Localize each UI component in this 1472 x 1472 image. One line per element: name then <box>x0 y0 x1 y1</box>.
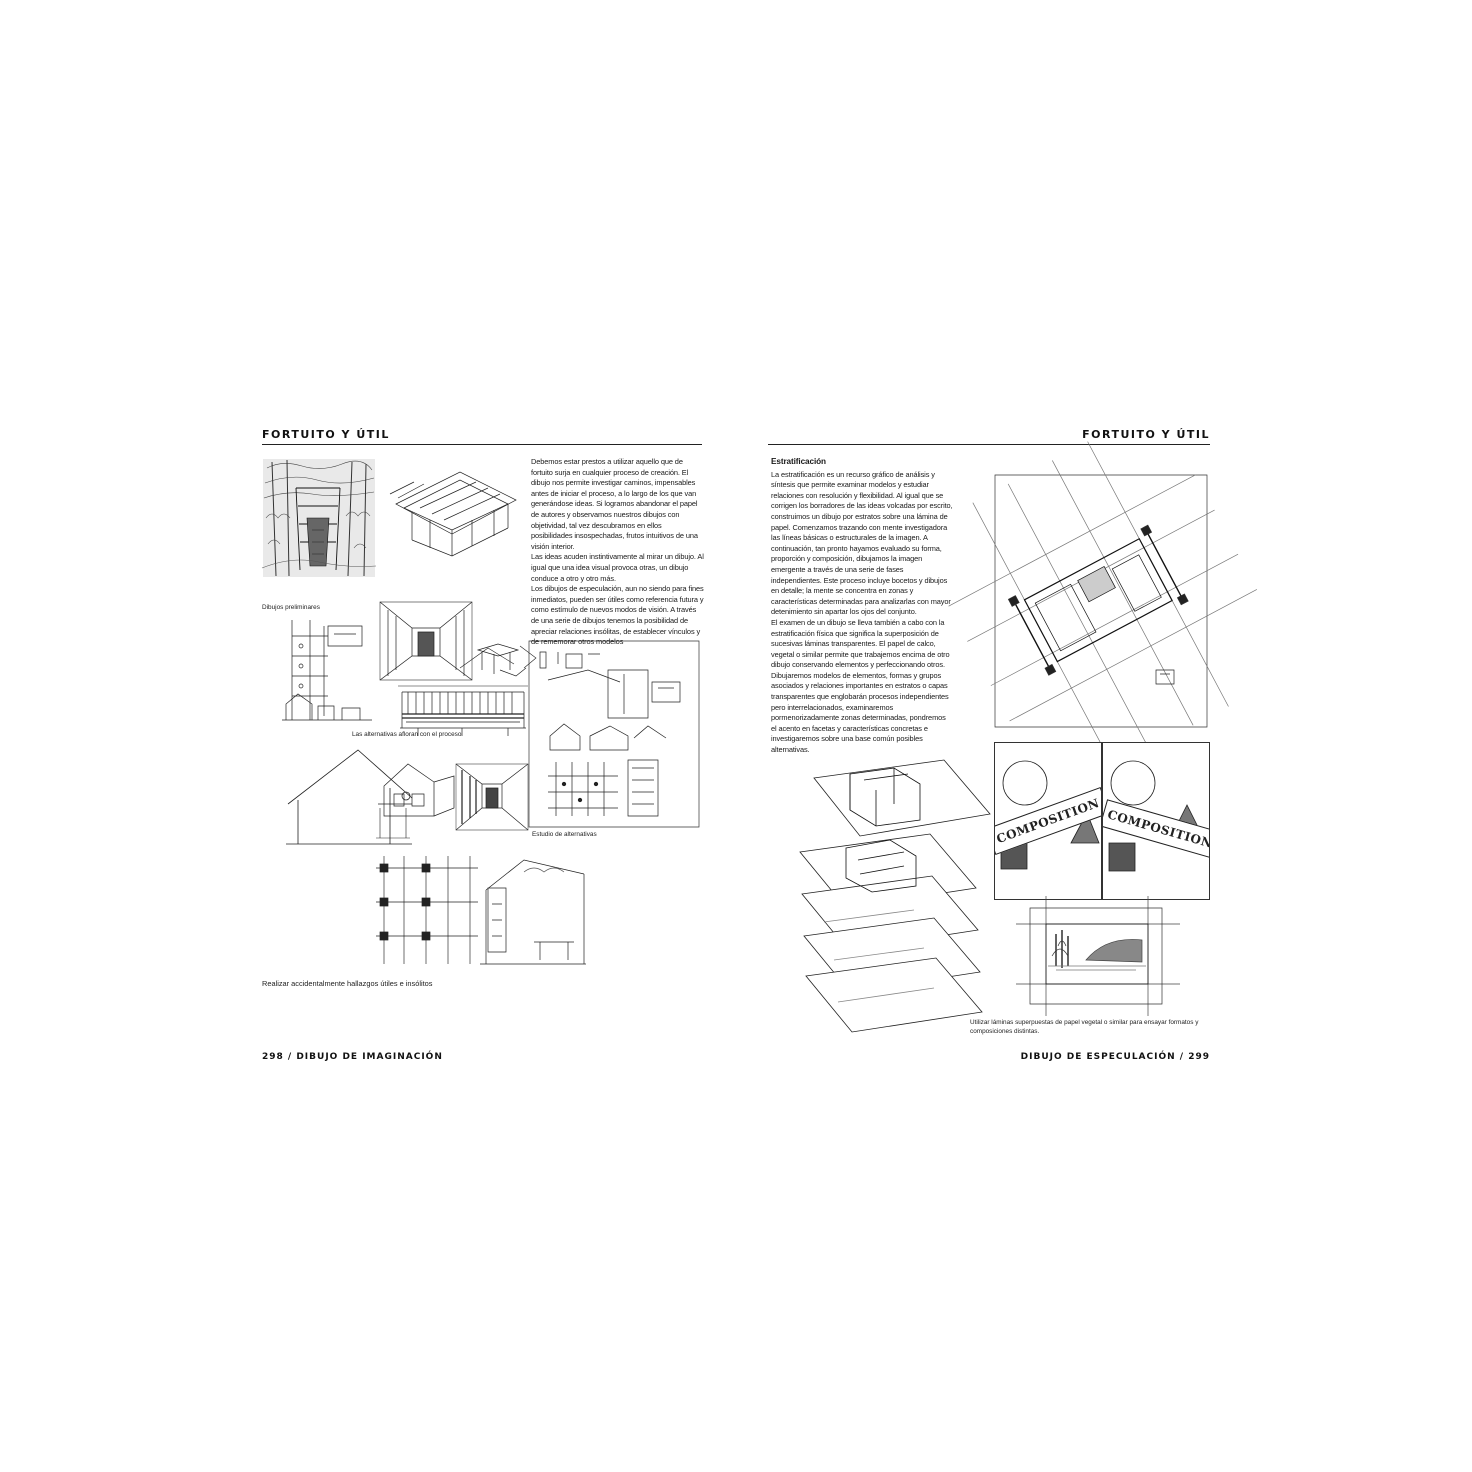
right-paragraph-2: El examen de un dibujo se lleva también … <box>771 617 950 755</box>
sketch-corridor <box>452 758 532 834</box>
sketch-details <box>474 640 530 686</box>
right-folio: DIBUJO DE ESPECULACIÓN / 299 <box>1020 1052 1210 1062</box>
sketch-house-perspective <box>378 758 458 820</box>
caption-right: Utilizar láminas superpuestas de papel v… <box>970 1019 1199 1035</box>
section-subhead: Estratificación <box>771 457 826 466</box>
caption-main-left: Realizar accidentalmente hallazgos útile… <box>262 979 433 988</box>
left-head-rule <box>262 444 702 445</box>
caption-estudio: Estudio de alternativas <box>532 831 597 838</box>
left-running-head: FORTUITO Y ÚTIL <box>262 428 390 441</box>
left-folio: 298 / DIBUJO DE IMAGINACIÓN <box>262 1052 443 1062</box>
left-body-text: Debemos estar prestos a utilizar aquello… <box>531 457 705 648</box>
right-paragraph-1: La estratificación es un recurso gráfico… <box>771 469 953 617</box>
left-paragraph-1: Debemos estar prestos a utilizar aquello… <box>531 457 698 551</box>
sketch-alternatives-study <box>528 640 700 828</box>
caption-preliminares: Dibujos preliminares <box>262 604 320 611</box>
composition-panel-2: COMPOSITION <box>1102 742 1210 900</box>
sketch-interior-perspective <box>376 598 476 684</box>
sketch-stacked-layers <box>794 740 992 1036</box>
composition-panel-1: COMPOSITION <box>994 742 1102 900</box>
right-body-text: Estratificación La estratificación es un… <box>771 457 953 756</box>
sketch-plan-elevation <box>374 852 586 968</box>
sketch-plan-studies <box>262 616 382 728</box>
caption-alternativas: Las alternativas afloran con el proceso <box>352 731 462 738</box>
sketch-isometric-pavilion <box>390 464 520 560</box>
right-head-rule <box>768 444 1210 445</box>
sketch-massing <box>458 638 538 698</box>
sketch-layered-plan <box>994 474 1208 728</box>
sketch-forest-pergola <box>262 459 376 577</box>
left-paragraph-2: Las ideas acuden instintivamente al mira… <box>531 552 704 583</box>
left-page: FORTUITO Y ÚTIL <box>262 428 705 1068</box>
left-paragraph-3: Los dibujos de especulación, aun no sien… <box>531 584 704 647</box>
sketch-landscape-frames <box>1016 896 1180 1016</box>
right-running-head: FORTUITO Y ÚTIL <box>1082 428 1210 441</box>
sketch-elevation-porch <box>398 678 528 738</box>
right-page: FORTUITO Y ÚTIL Estratificación La estra… <box>768 428 1210 1068</box>
